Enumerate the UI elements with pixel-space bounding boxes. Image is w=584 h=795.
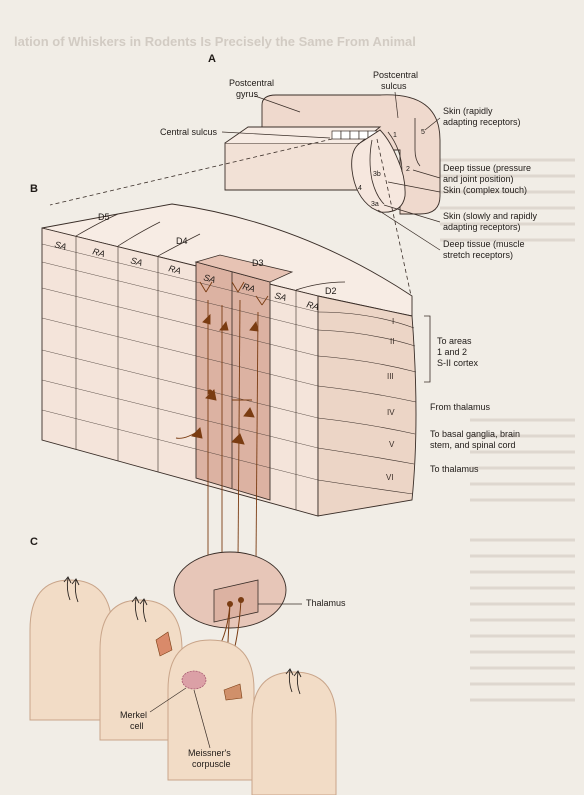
layer-v: V [389, 440, 395, 449]
panel-a-brain-slab: 1 5 2 3b 4 3a [225, 95, 440, 214]
central-sulcus-label: Central sulcus [160, 127, 218, 137]
area-3b-label: 3b [373, 171, 381, 178]
panel-b-cortex-block: SA RA SA RA SA RA SA RA D5 D4 D3 D2 I II… [42, 204, 416, 560]
background-heading: lation of Whiskers in Rodents Is Precise… [14, 34, 416, 49]
layer-iv: IV [387, 408, 395, 417]
digit-d3: D3 [252, 258, 264, 268]
area-5-label: 5 [421, 129, 425, 136]
layer-vi: VI [386, 473, 394, 482]
area-4-label: 4 [358, 185, 362, 192]
thalamus-label: Thalamus [306, 598, 346, 608]
area-1-label: 1 [393, 132, 397, 139]
to-thalamus-label: To thalamus [430, 464, 479, 474]
panel-b-labels: To areas 1 and 2 S-II cortex From thalam… [424, 316, 523, 474]
layer-i: I [392, 317, 394, 326]
digit-d5: D5 [98, 212, 110, 222]
postcentral-sulcus-label: Postcentral sulcus [373, 70, 421, 91]
panel-c-letter: C [30, 536, 38, 548]
area-2-label: 2 [406, 166, 410, 173]
thalamus: Thalamus [174, 552, 346, 628]
from-thalamus-label: From thalamus [430, 402, 491, 412]
skin-rapid-label: Skin (rapidly adapting receptors) [443, 106, 521, 127]
digit-d2: D2 [325, 286, 337, 296]
panel-b-letter: B [30, 183, 38, 195]
to-basal-ganglia-label: To basal ganglia, brain stem, and spinal… [430, 429, 523, 450]
skin-slow-rapid-label: Skin (slowly and rapidly adapting recept… [443, 211, 540, 232]
area-3a-label: 3a [371, 201, 379, 208]
skin-complex-label: Skin (complex touch) [443, 185, 527, 195]
deep-tissue-stretch-label: Deep tissue (muscle stretch receptors) [443, 239, 527, 260]
to-areas-label: To areas 1 and 2 S-II cortex [437, 336, 479, 368]
deep-tissue-pressure-label: Deep tissue (pressure and joint position… [443, 163, 534, 184]
layer-ii: II [390, 337, 394, 346]
layer-iii: III [387, 372, 394, 381]
meissner-corpuscle-label: Meissner's corpuscle [188, 748, 233, 769]
panel-a-letter: A [208, 53, 216, 65]
digit-d4: D4 [176, 236, 188, 246]
